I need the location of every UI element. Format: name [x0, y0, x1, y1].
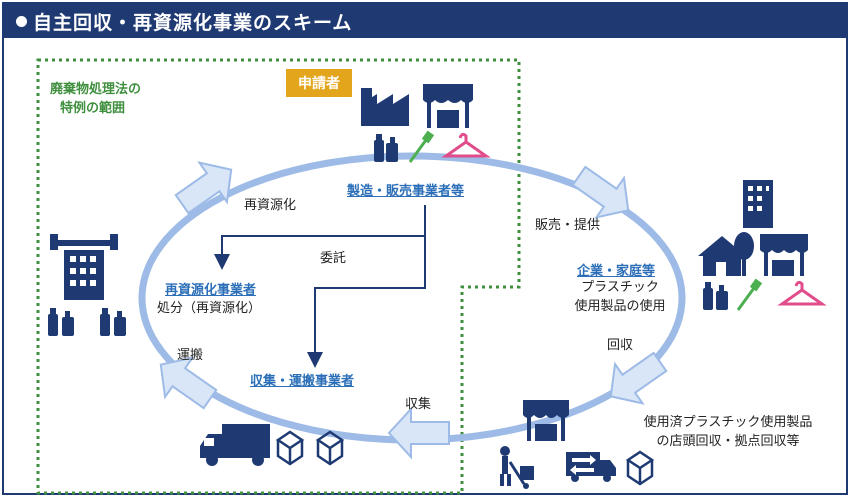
recycler-description: 処分（再資源化） [157, 301, 262, 316]
special-area-boundary [36, 58, 521, 495]
box-icon [315, 430, 345, 466]
hanger-icon [777, 280, 827, 306]
hand-truck-icon [500, 446, 534, 489]
special-area-label-line: 廃棄物処理法の [50, 82, 142, 97]
collection-point-description-line: の店頭回収・拠点回収等 [656, 434, 800, 449]
gather-flow-label: 収集 [405, 397, 432, 412]
collection-point-description-line: 使用済プラスチック使用製品 [643, 415, 813, 430]
flow-arrow-top-right [571, 165, 630, 219]
special-area-label-line: 特例の範囲 [60, 101, 126, 116]
toothbrush-icon [736, 278, 763, 311]
flow-arrow-bottom-left [159, 356, 218, 410]
sell-flow-label: 販売・提供 [535, 218, 601, 233]
delivery-van-icon [566, 452, 616, 482]
house-icon [698, 236, 746, 276]
flow-arrow-top-left [174, 161, 233, 215]
consign-arrow-collector [307, 236, 426, 368]
collect-back-flow-label: 回収 [607, 338, 634, 353]
shop-icon [760, 234, 808, 276]
office-building-icon [743, 180, 773, 228]
collector-label[interactable]: 収集・運搬事業者 [250, 374, 355, 389]
consumer-description: プラスチック 使用製品の使用 [556, 276, 684, 314]
bottle-icon [703, 282, 728, 310]
special-area-label: 廃棄物処理法の 特例の範囲 [50, 80, 141, 118]
collection-point-description: 使用済プラスチック使用製品 の店頭回収・拠点回収等 [612, 411, 844, 449]
consumer-description-line: 使用製品の使用 [574, 299, 666, 314]
hanger-icon [441, 132, 491, 158]
title-bullet [16, 15, 27, 27]
box-icon [625, 450, 655, 486]
recycle-flow-label: 再資源化 [244, 198, 297, 213]
manufacturer-label[interactable]: 製造・販売事業者等 [347, 184, 465, 199]
consumer-label[interactable]: 企業・家庭等 [577, 264, 656, 279]
consumer-description-line: プラスチック [581, 280, 659, 295]
transport-flow-label: 運搬 [177, 348, 204, 363]
tree-icon [734, 232, 754, 276]
diagram-title: 自主回収・再資源化事業のスキーム [33, 11, 353, 34]
shop-icon [423, 84, 473, 128]
consign-arrow-recycler [214, 205, 426, 270]
recycler-label[interactable]: 再資源化事業者 [165, 283, 257, 298]
factory-icon [361, 88, 409, 126]
flow-arrow-bottom-center [387, 406, 450, 460]
applicant-badge: 申請者 [286, 69, 352, 97]
title-bar: 自主回収・再資源化事業のスキーム [4, 4, 846, 38]
bottle-icon [374, 134, 398, 162]
toothbrush-icon [408, 130, 435, 163]
truck-icon [200, 424, 270, 466]
flow-arrow-bottom-right [609, 351, 668, 405]
box-icon [275, 430, 305, 466]
bottle-icon [48, 308, 126, 336]
shop-icon [523, 400, 569, 441]
recycling-plant-icon [50, 234, 118, 300]
consign-label: 委託 [320, 251, 347, 266]
